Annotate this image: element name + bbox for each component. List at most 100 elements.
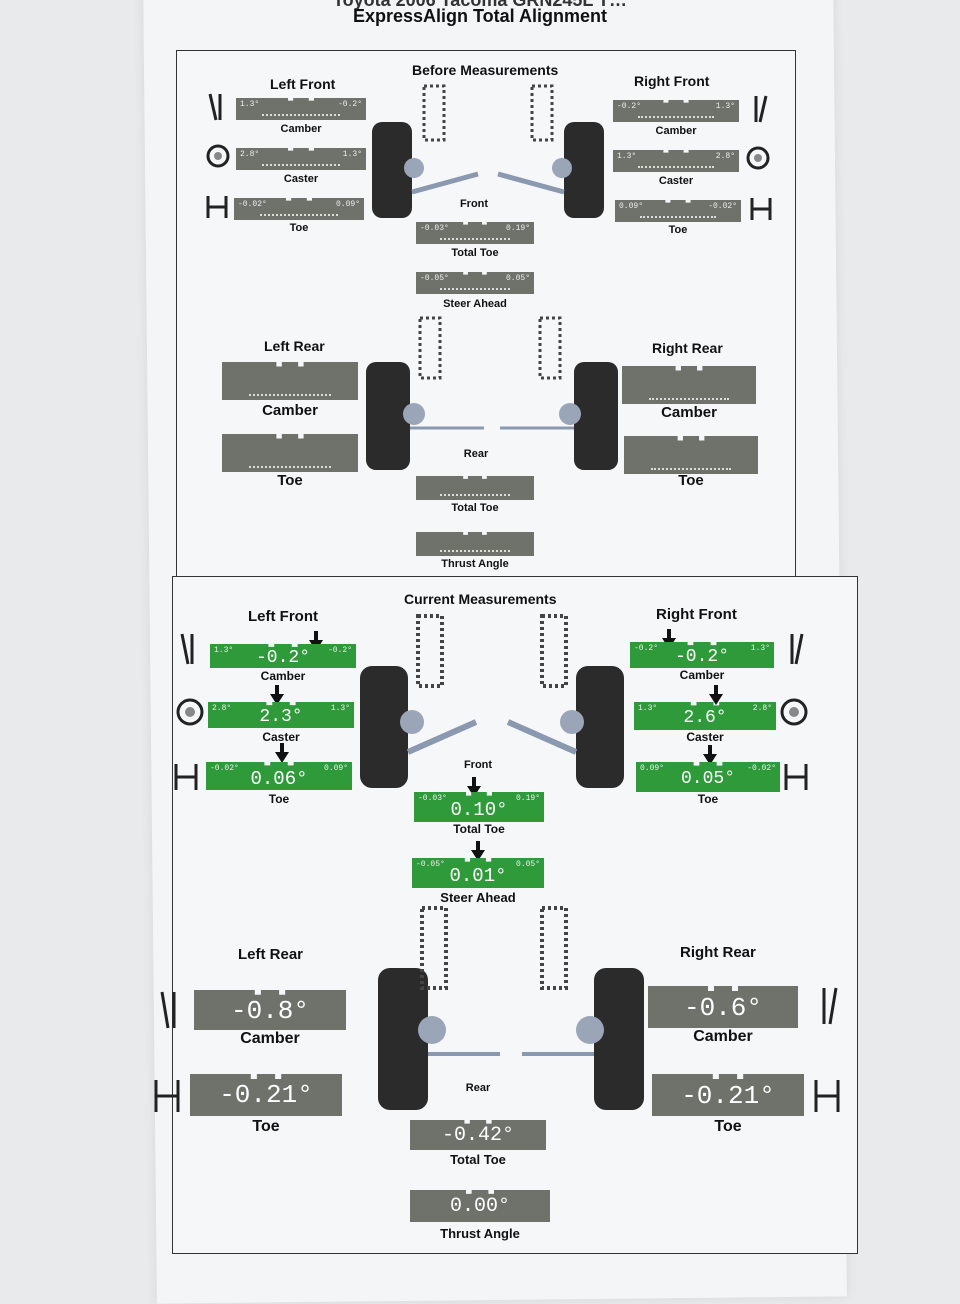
steer-ahead-indicator-arrow — [471, 841, 485, 861]
current-lf-toe-gauge: -0.02°0.09°0.06° — [206, 762, 352, 790]
current-lf-toe-label: Toe — [268, 792, 290, 806]
gauge-min: -0.2° — [634, 644, 659, 653]
gauge-max: 1.3° — [750, 644, 770, 653]
caster-icon — [780, 698, 808, 726]
before-total-toe-label: Total Toe — [451, 247, 499, 259]
gauge-max: -0.02° — [708, 202, 737, 211]
before-rear-total-toe-gauge — [416, 476, 534, 500]
gauge-value: -0.8° — [230, 996, 309, 1026]
current-rr-camber-gauge: -0.6° — [648, 986, 798, 1028]
before-rf-caster-gauge: 1.3°2.8° — [613, 150, 739, 172]
gauge-min: -0.02° — [238, 200, 267, 209]
current-total-toe-label: Total Toe — [453, 822, 505, 836]
current-lr-toe-gauge: -0.21° — [190, 1074, 342, 1116]
gauge-max: 0.19° — [505, 224, 530, 233]
before-thrust-gauge — [416, 532, 534, 556]
camber-icon — [790, 633, 804, 665]
gauge-scale — [650, 468, 732, 470]
gauge-value: -0.21° — [681, 1081, 775, 1111]
before-rf-camber-label: Camber — [655, 125, 697, 137]
gauge-min: -0.03° — [418, 794, 447, 803]
gauge-max: 0.09° — [335, 200, 360, 209]
gauge-scale — [249, 466, 331, 468]
gauge-min: 2.8° — [240, 150, 260, 159]
current-rf-caster-gauge: 1.3°2.8°2.6° — [634, 702, 776, 730]
current-lr-camber-label: Camber — [240, 1030, 300, 1047]
camber-icon — [180, 633, 194, 665]
camber-icon — [822, 987, 838, 1025]
before-rf-toe-gauge: 0.09° -0.02° — [615, 200, 741, 222]
caster-icon — [176, 698, 204, 726]
current-rf-caster-label: Caster — [686, 730, 724, 744]
before-lr-camber-gauge — [222, 362, 358, 400]
current-right-front-label: Right Front — [656, 606, 737, 623]
current-lr-toe-label: Toe — [252, 1118, 280, 1135]
before-rf-camber-gauge: -0.2°1.3° — [613, 100, 739, 122]
gauge-max: 1.3° — [330, 704, 350, 713]
gauge-value: 0.00° — [449, 1195, 510, 1218]
current-rr-toe-label: Toe — [714, 1118, 742, 1135]
before-title: Before Measurements — [412, 62, 559, 78]
camber-icon — [754, 95, 768, 123]
lf-toe-indicator-arrow — [275, 743, 289, 763]
right-front-hub — [552, 158, 572, 178]
gauge-value: -0.2° — [674, 647, 729, 667]
gauge-min: 0.09° — [619, 202, 644, 211]
current-rf-camber-gauge: -0.2° 1.3° -0.2° — [630, 642, 774, 668]
before-rr-toe-label: Toe — [678, 472, 704, 489]
before-lf-camber-gauge: 1.3°-0.2° — [236, 98, 366, 120]
gauge-max: 0.09° — [323, 764, 348, 773]
toe-icon — [750, 198, 772, 220]
current-lr-camber-gauge: -0.8° — [194, 990, 346, 1030]
gauge-min: 1.3° — [638, 704, 658, 713]
left-front-hub — [400, 710, 424, 734]
current-front-suspension-diagram — [360, 614, 624, 788]
page-title-line1: Toyota 2006 Tacoma GRN245L T… — [332, 0, 628, 10]
gauge-value: -0.21° — [219, 1080, 313, 1110]
before-lf-toe-gauge: -0.02° 0.09° — [234, 198, 364, 220]
gauge-min: -0.05° — [420, 274, 449, 283]
right-rear-spring — [540, 906, 568, 990]
right-rear-hub — [576, 1016, 604, 1044]
left-front-tire — [360, 666, 408, 788]
gauge-max: -0.02° — [747, 764, 776, 773]
gauge-value: -0.6° — [683, 993, 762, 1023]
current-steer-ahead-gauge: -0.05°0.05°0.01° — [412, 858, 544, 888]
current-rear-suspension-diagram — [378, 906, 644, 1110]
toe-icon — [814, 1080, 840, 1112]
before-left-front-label: Left Front — [270, 76, 336, 92]
current-front-label: Front — [463, 759, 493, 771]
before-lf-toe-label: Toe — [289, 222, 309, 234]
front-control-arms — [411, 171, 565, 195]
right-front-hub — [560, 710, 584, 734]
left-front-hub — [404, 158, 424, 178]
right-front-tire — [576, 666, 624, 788]
before-left-rear-label: Left Rear — [264, 338, 325, 354]
current-right-rear-label: Right Rear — [680, 944, 756, 961]
current-rf-camber-label: Camber — [679, 668, 725, 682]
gauge-value: -0.42° — [441, 1124, 514, 1147]
gauge-min: 2.8° — [212, 704, 232, 713]
gauge-max: -0.2° — [327, 646, 352, 655]
left-front-spring — [422, 84, 446, 142]
gauge-min: -0.03° — [420, 224, 449, 233]
gauge-scale — [638, 116, 714, 118]
toe-icon — [784, 764, 808, 790]
gauge-scale — [648, 398, 730, 400]
current-rear-label: Rear — [465, 1082, 491, 1094]
current-total-toe-gauge: -0.03°0.19°0.10° — [414, 792, 544, 822]
before-steer-ahead-label: Steer Ahead — [443, 298, 507, 310]
before-right-front-label: Right Front — [634, 73, 710, 89]
before-rear-total-toe-label: Total Toe — [451, 502, 499, 514]
gauge-scale — [262, 164, 340, 166]
camber-icon — [208, 93, 222, 121]
current-left-rear-label: Left Rear — [238, 946, 304, 963]
current-rr-toe-gauge: -0.21° — [652, 1074, 804, 1116]
gauge-scale — [249, 394, 331, 396]
gauge-max: 0.19° — [515, 794, 540, 803]
before-lf-caster-gauge: 2.8°1.3° — [236, 148, 366, 170]
before-thrust-label: Thrust Angle — [441, 558, 509, 570]
gauge-min: 0.09° — [640, 764, 665, 773]
current-thrust-gauge: 0.00° — [410, 1190, 550, 1222]
before-rf-caster-label: Caster — [658, 175, 694, 187]
